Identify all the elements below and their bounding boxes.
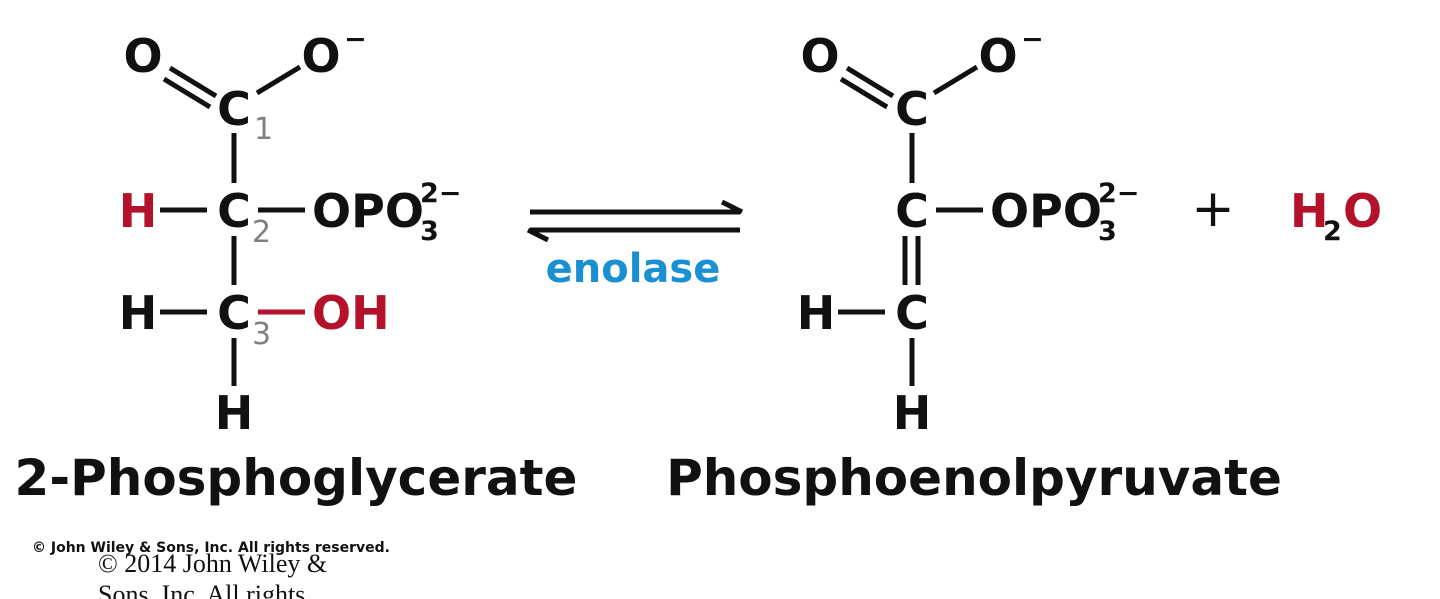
- reactant-phosphate-charge: 2−: [420, 178, 461, 209]
- product-h-bottom: H: [893, 386, 932, 440]
- c1-ominus-bond: [255, 64, 302, 96]
- reactant-c1: C: [217, 82, 251, 136]
- plus-sign: +: [1191, 179, 1235, 239]
- product-carboxyl-charge: −: [1021, 24, 1044, 55]
- water-o: O: [1343, 184, 1382, 238]
- product-c1-o-double-bond-b: [839, 76, 889, 110]
- water-h: H: [1290, 184, 1329, 238]
- reactant-h-c3: H: [119, 286, 158, 340]
- product-carboxyl-o: O: [800, 29, 839, 83]
- reactant-carboxyl-o: O: [123, 29, 162, 83]
- c1-o-double-bond-a: [168, 65, 218, 99]
- reverse-arrow-head: [526, 227, 550, 243]
- reactant-c1-number: 1: [254, 112, 273, 147]
- reactant-c3: C: [217, 286, 251, 340]
- copyright-line-1: © 2014 John Wiley &: [98, 549, 327, 578]
- product-c3: C: [895, 286, 929, 340]
- water-subscript: 2: [1323, 216, 1342, 247]
- equilibrium-arrow: enolase: [526, 199, 744, 292]
- reactant-hydroxyl: OH: [312, 286, 390, 340]
- product-h-c3: H: [797, 286, 836, 340]
- copyright-small: © John Wiley & Sons, Inc. All rights res…: [32, 540, 390, 556]
- reactant-phosphate-subscript: 3: [420, 216, 439, 247]
- product-structure: O O − C C OPO 3 2− H C H Phosphoenolpyru…: [666, 24, 1282, 507]
- reactant-carboxyl-charge: −: [344, 24, 367, 55]
- product-c1: C: [895, 82, 929, 136]
- c1-o-double-bond-b: [162, 76, 212, 110]
- reactant-c2: C: [217, 184, 251, 238]
- reactant-h-c2: H: [119, 184, 158, 238]
- reactant-structure: O O − C 1 H C 2 OPO 3 2− H C 3 OH H 2-Ph…: [15, 24, 578, 507]
- reactant-carboxyl-ominus: O: [301, 29, 340, 83]
- reactant-name: 2-Phosphoglycerate: [15, 449, 578, 507]
- reactant-h-bottom: H: [215, 386, 254, 440]
- product-carboxyl-ominus: O: [978, 29, 1017, 83]
- product-c1-o-double-bond-a: [845, 65, 895, 99]
- product-c1-ominus-bond: [932, 64, 979, 96]
- product-c2: C: [895, 184, 929, 238]
- product-phosphate-charge: 2−: [1098, 178, 1139, 209]
- enzyme-label: enolase: [546, 246, 721, 292]
- reactant-c2-number: 2: [252, 215, 271, 250]
- reactant-c3-number: 3: [252, 317, 271, 352]
- reactant-phosphate: OPO: [312, 184, 424, 238]
- forward-arrow-head: [720, 199, 744, 215]
- product-phosphate-subscript: 3: [1098, 216, 1117, 247]
- product-phosphate: OPO: [990, 184, 1102, 238]
- copyright-line-2: Sons, Inc. All rights: [98, 580, 305, 599]
- water-molecule: H 2 O: [1290, 184, 1382, 247]
- product-name: Phosphoenolpyruvate: [666, 449, 1282, 507]
